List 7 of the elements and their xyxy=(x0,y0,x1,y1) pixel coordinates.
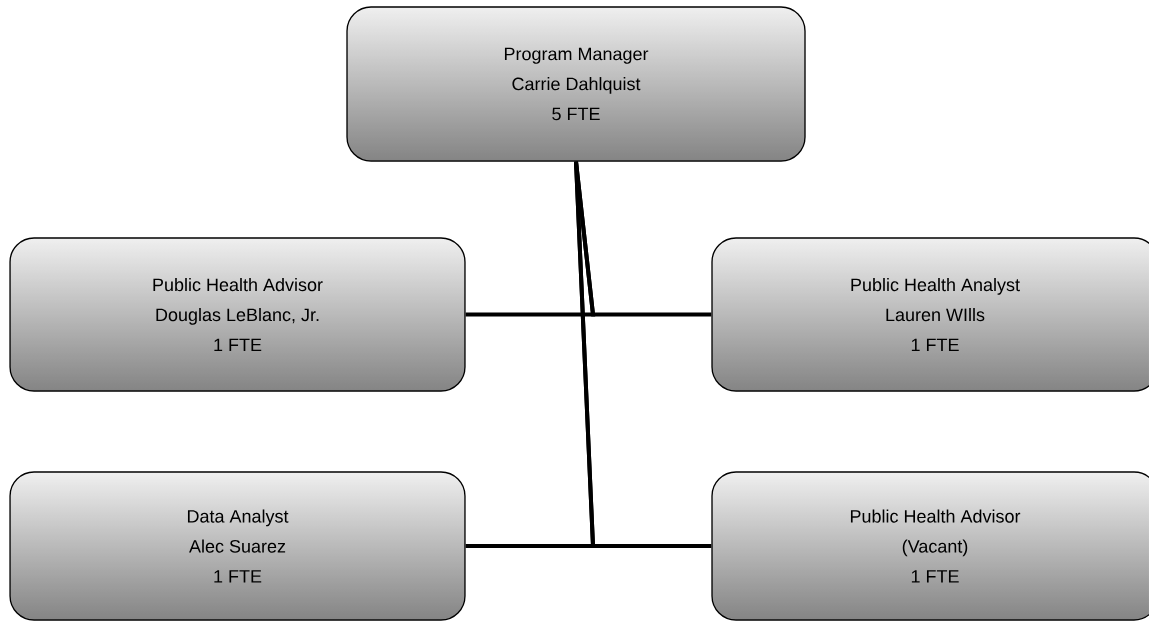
org-box: Public Health Advisor (Vacant) 1 FTE xyxy=(711,471,1149,621)
org-box: Public Health Analyst Lauren WIlls 1 FTE xyxy=(711,237,1149,392)
connector-line xyxy=(574,161,712,317)
org-box: Data Analyst Alec Suarez 1 FTE xyxy=(9,471,466,621)
org-box: Public Health Advisor Douglas LeBlanc, Jr. 1 FTE xyxy=(9,237,466,392)
org-box: Program Manager Carrie Dahlquist 5 FTE xyxy=(346,6,806,162)
connector-line xyxy=(574,161,712,548)
